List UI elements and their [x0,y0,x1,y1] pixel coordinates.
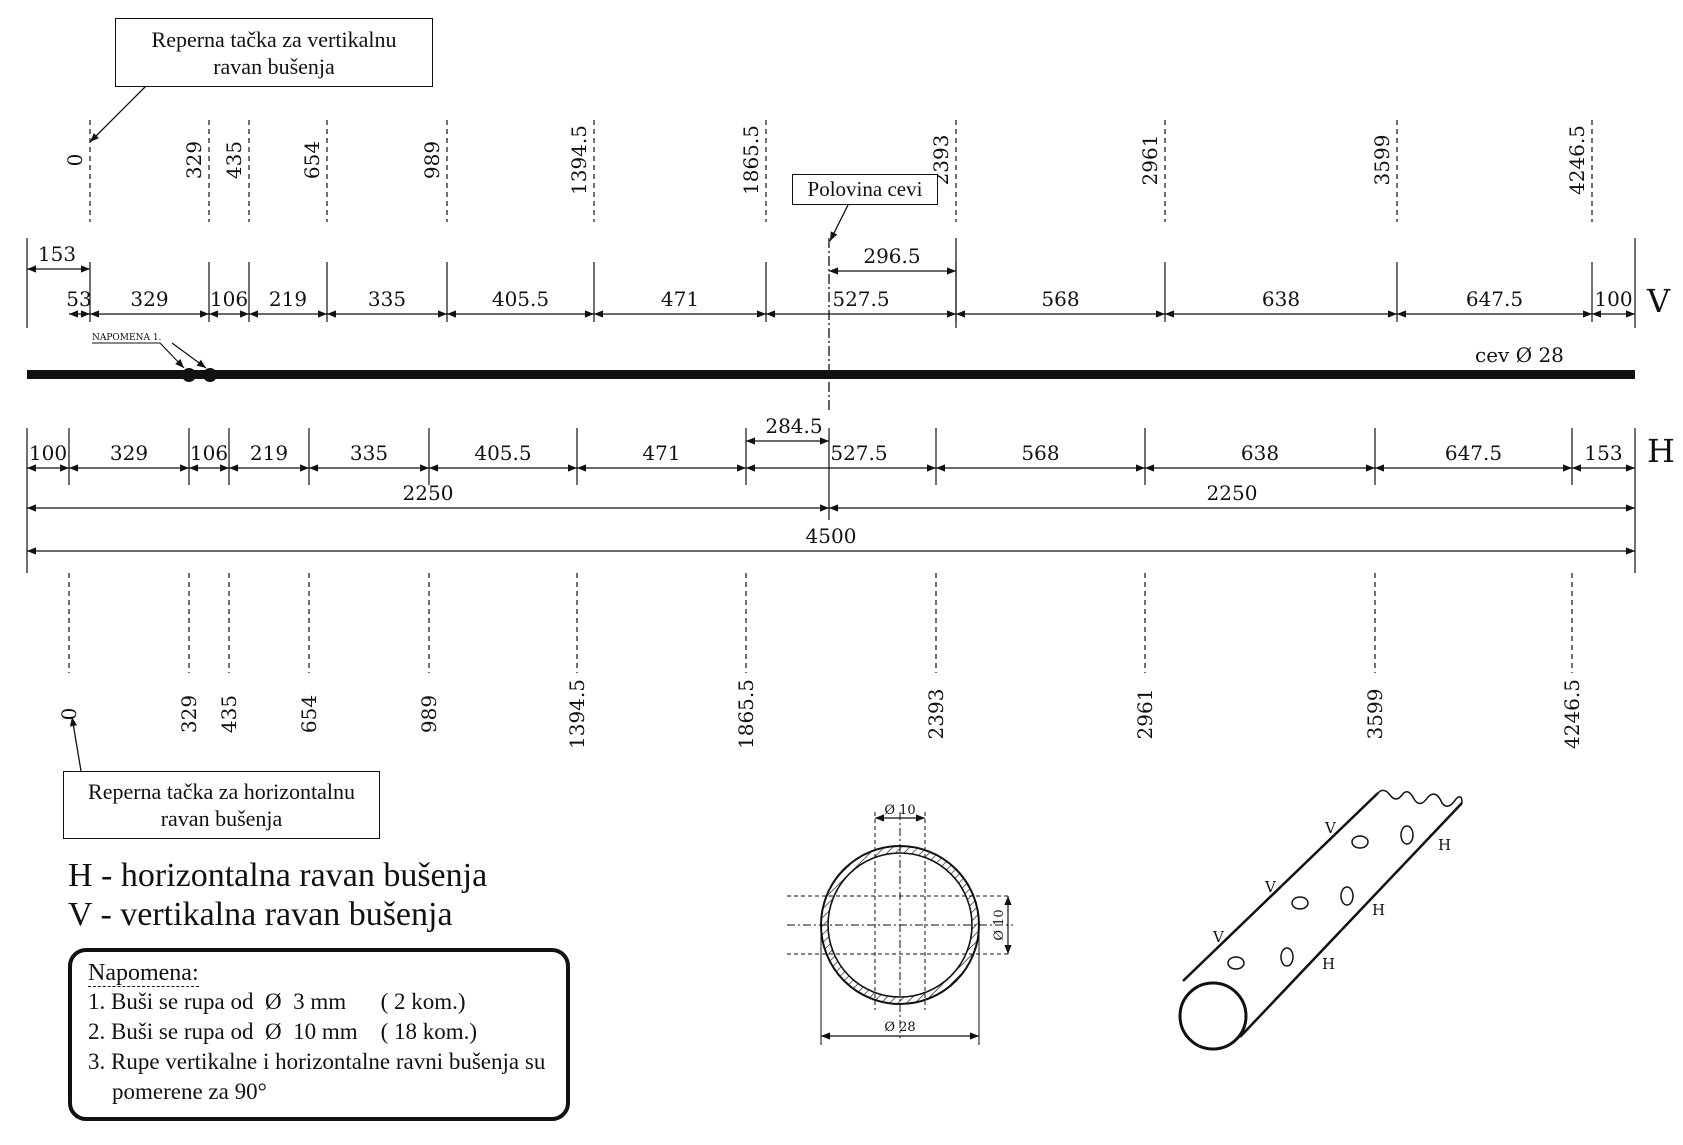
h-seg-10-label: 647.5 [1445,441,1502,465]
note-line-3: 3. Rupe vertikalne i horizontalne ravni … [88,1049,546,1074]
v-offset-153-label: 153 [38,242,76,266]
small-hole-1 [182,368,196,382]
bottom-tick-label-0: 0 [57,708,81,721]
h-half-offset-label: 284.5 [765,414,822,438]
h-half-right-label: 2250 [1207,481,1258,505]
v-seg-8-label: 568 [1041,287,1079,311]
plane-label-v: V [1646,282,1671,320]
bottom-tick-label-2: 435 [217,695,241,733]
pipe-cross-section: Ø 10 Ø 10 Ø 28 [787,803,1013,1045]
top-tick-label-0: 0 [63,154,87,167]
v-seg-2-label: 106 [210,287,248,311]
h-seg-6-label: 471 [642,441,680,465]
top-tick-label-2: 435 [222,141,246,179]
h-seg-5-label: 405.5 [474,441,531,465]
h-seg-11-label: 153 [1584,441,1622,465]
half-pipe-callout: Polovina cevi [792,174,938,205]
top-tick-label-5: 1394.5 [567,125,591,195]
v-seg-11-label: 100 [1594,287,1632,311]
section-hole-top-label: Ø 10 [884,803,915,818]
bottom-position-ticks: 0 329 435 654 989 1394.5 1865.5 2393 2961 3599 424… [57,573,1584,749]
vertical-plane-dimensions: 153 296.5 53 329 106 219 335 405.5 471 527.5 568 63… [26,238,1636,328]
h-seg-7-label: 527.5 [830,441,887,465]
h-seg-3-label: 219 [250,441,288,465]
bottom-tick-label-4: 989 [417,695,441,733]
bottom-tick-label-3: 654 [297,695,321,733]
pipe-bar [27,370,1635,379]
note-line-2: 2. Buši se rupa od Ø 10 mm ( 18 kom.) [88,1019,478,1044]
legend-v: V - vertikalna ravan bušenja [68,896,453,933]
note-line-4: pomerene za 90° [112,1079,267,1104]
v-seg-9-label: 638 [1262,287,1300,311]
h-seg-9-label: 638 [1241,441,1279,465]
note-line-1: 1. Buši se rupa od Ø 3 mm ( 2 kom.) [88,989,466,1014]
h-seg-4-label: 335 [350,441,388,465]
pipe-isometric: V V V H H H [1178,789,1463,1051]
vertical-reference-callout: Reperna tačka za vertikalnu ravan bušenj… [115,18,433,87]
note-box: Napomena: 1. Buši se rupa od Ø 3 mm ( 2 … [68,948,570,1121]
v-seg-3-label: 219 [269,287,307,311]
h-half-left-label: 2250 [403,481,454,505]
vertical-reference-line-1: Reperna tačka za vertikalnu [151,27,397,52]
vertical-reference-line-2: ravan bušenja [213,54,335,79]
bottom-tick-label-6: 1865.5 [734,679,758,749]
top-tick-label-1: 329 [182,141,206,179]
bottom-tick-label-7: 2393 [924,689,948,740]
iso-label-v1: V [1212,928,1225,946]
iso-label-h3: H [1438,836,1451,854]
v-seg-0-label: 53 [66,287,91,311]
legend-h: H - horizontalna ravan bušenja [68,857,488,894]
small-hole-2 [203,368,217,382]
top-tick-label-3: 654 [300,141,324,179]
h-seg-1-label: 329 [110,441,148,465]
napomena-tag: NAPOMENA 1. [92,333,162,343]
bottom-tick-label-9: 3599 [1363,689,1387,740]
horizontal-reference-line-2: ravan bušenja [160,806,283,831]
v-seg-5-label: 405.5 [492,287,549,311]
note-title: Napomena: [88,960,199,987]
h-total-label: 4500 [806,524,857,548]
pipe-label: cev Ø 28 [1475,343,1564,367]
v-seg-4-label: 335 [368,287,406,311]
iso-label-h2: H [1372,901,1385,919]
section-outer-label: Ø 28 [884,1020,915,1035]
horizontal-plane-dimensions: 284.5 100 329 106 219 335 405.5 471 527.5 568 638 6… [26,414,1636,573]
bottom-tick-label-8: 2961 [1133,689,1157,740]
top-tick-label-8: 2961 [1138,135,1162,186]
horizontal-reference-line-1: Reperna tačka za horizontalnu [88,779,355,804]
top-tick-label-10: 4246.5 [1565,125,1589,195]
v-half-offset-label: 296.5 [863,244,920,268]
iso-label-v2: V [1264,878,1277,896]
section-hole-side-label: Ø 10 [992,909,1007,940]
top-tick-label-9: 3599 [1370,135,1394,186]
v-seg-6-label: 471 [661,287,699,311]
half-pipe-label: Polovina cevi [807,177,923,201]
h-seg-0-label: 100 [29,441,67,465]
plane-label-h: H [1647,432,1675,470]
v-seg-7-label: 527.5 [832,287,889,311]
iso-label-v3: V [1324,819,1337,837]
top-tick-label-4: 989 [420,141,444,179]
iso-label-h1: H [1322,955,1335,973]
v-seg-1-label: 329 [130,287,168,311]
bottom-tick-label-5: 1394.5 [565,679,589,749]
bottom-tick-label-1: 329 [177,695,201,733]
h-seg-8-label: 568 [1021,441,1059,465]
horizontal-reference-callout: Reperna tačka za horizontalnu ravan buše… [63,771,380,839]
v-seg-10-label: 647.5 [1466,287,1523,311]
h-seg-2-label: 106 [190,441,228,465]
top-tick-label-6: 1865.5 [739,125,763,195]
bottom-tick-label-10: 4246.5 [1560,679,1584,749]
